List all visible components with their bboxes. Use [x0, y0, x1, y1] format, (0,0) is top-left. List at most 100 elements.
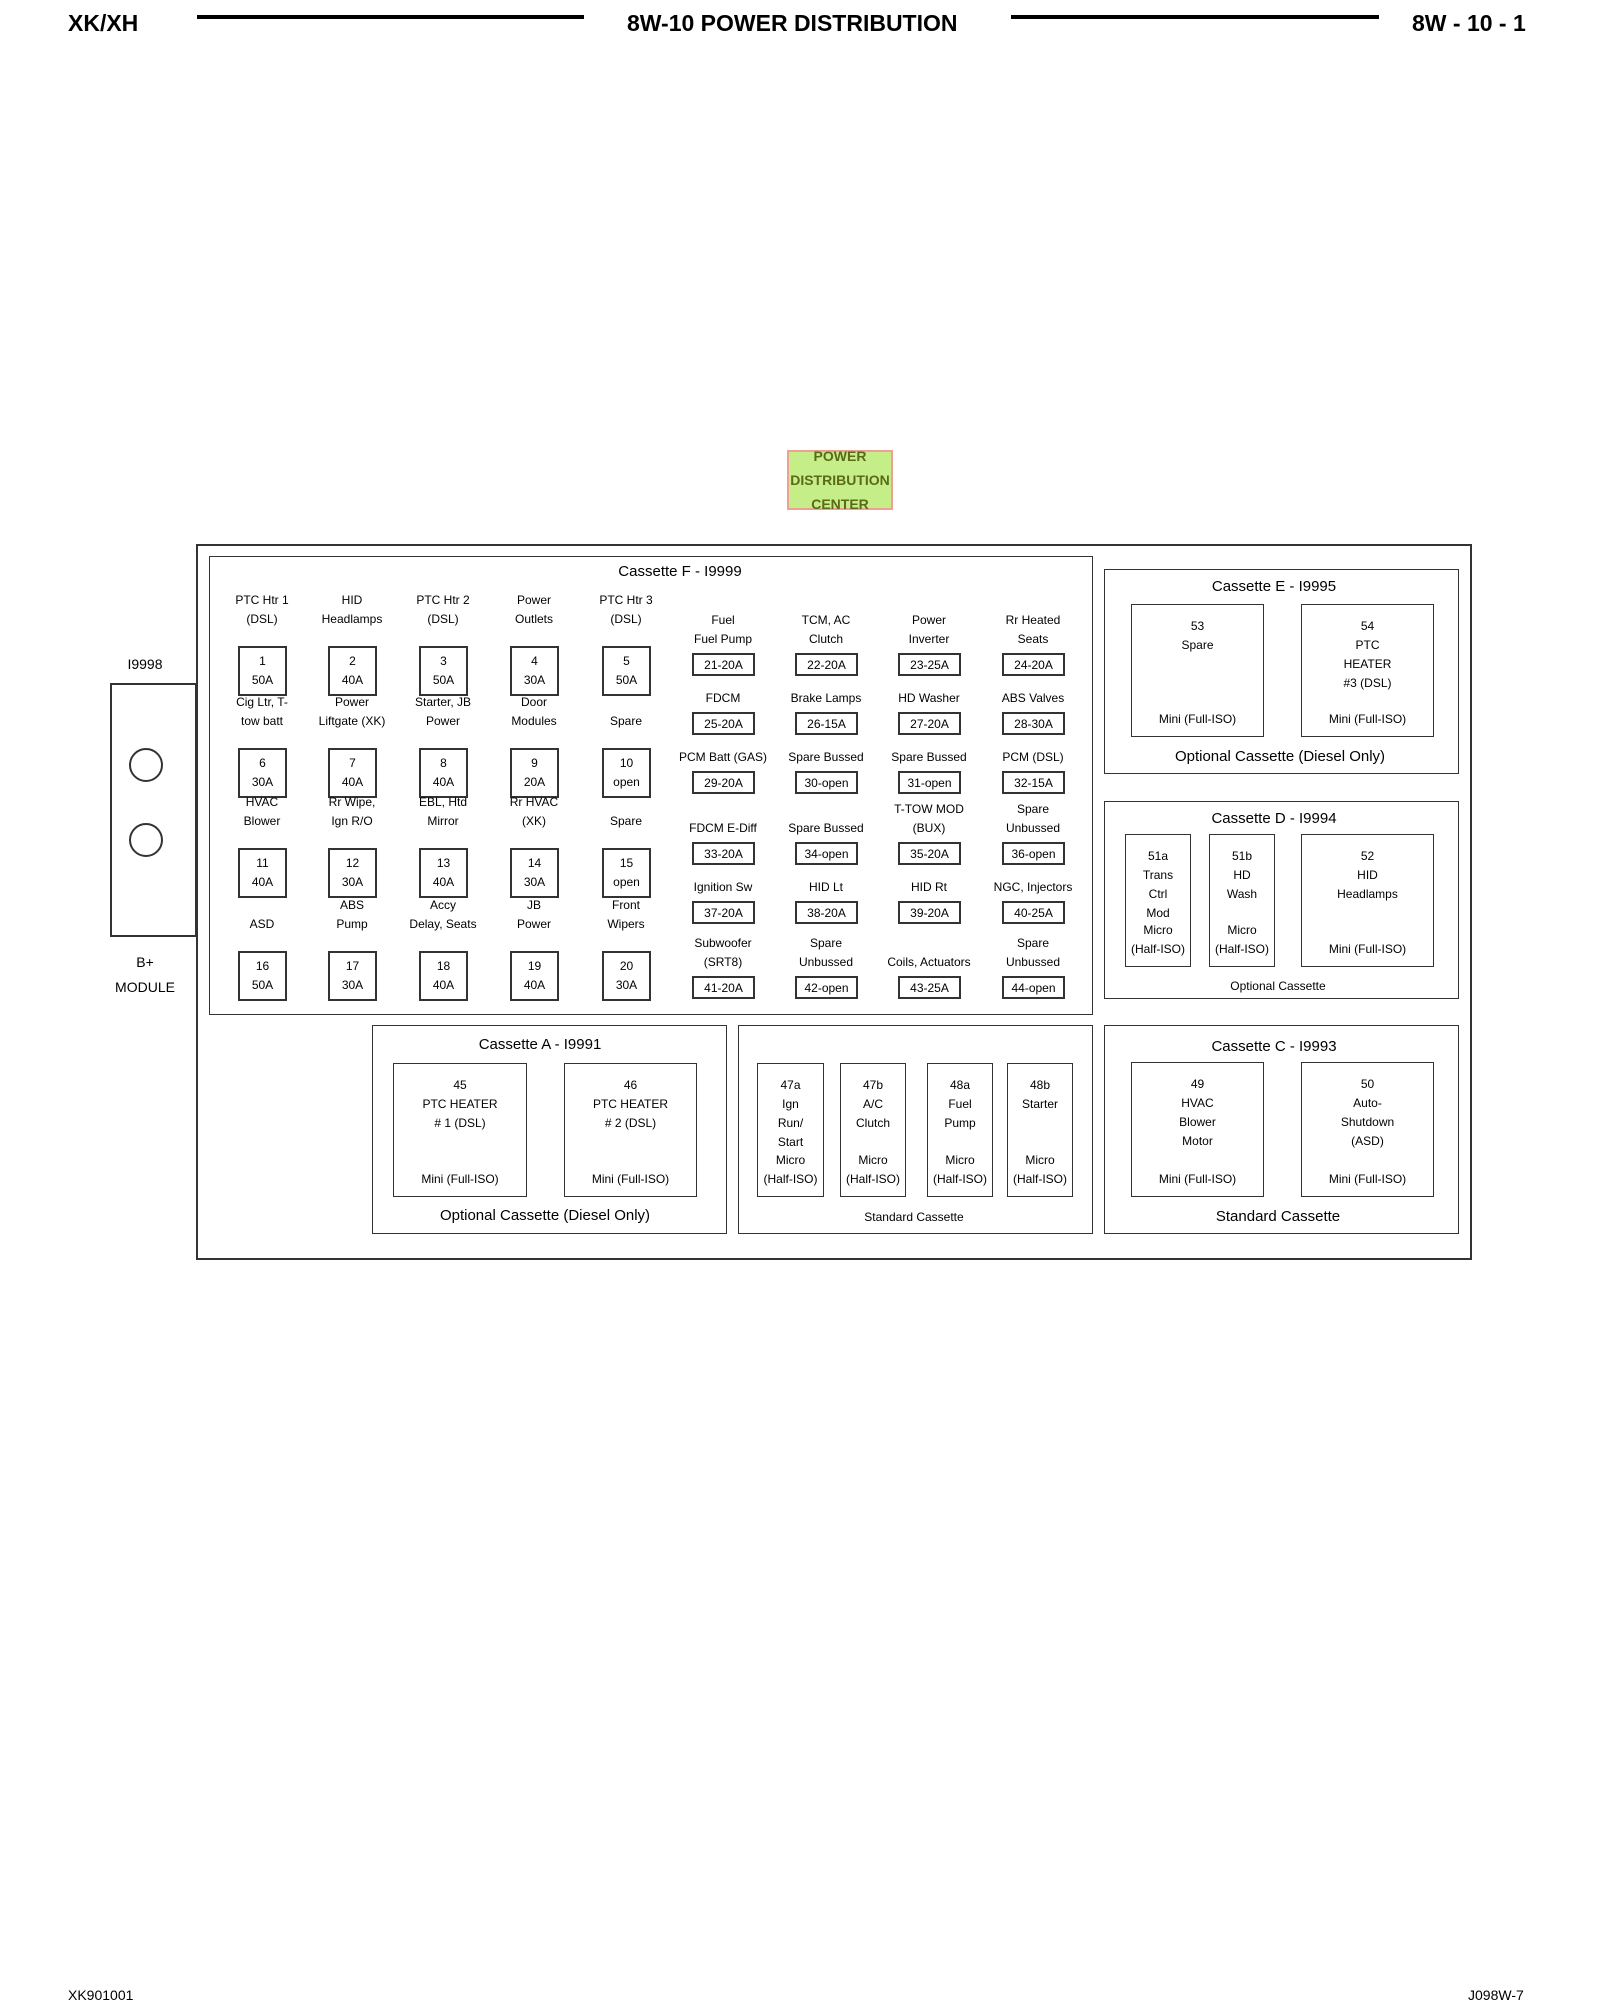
fuse-label-line: Power — [516, 593, 551, 607]
mini-fuse-label: Subwoofer(SRT8) — [671, 934, 775, 972]
relay-label-line: HD — [1233, 868, 1251, 882]
fuse-amperage: 30A — [523, 673, 546, 687]
fuse-amperage: 40A — [341, 775, 364, 789]
mini-fuse: 40-25A — [1002, 901, 1065, 924]
mini-fuse-label-line: Seats — [1017, 632, 1049, 646]
relay-label-line: 47a — [780, 1078, 801, 1092]
relay-type-line: (Half-ISO) — [1215, 942, 1269, 956]
relay-label-line: # 2 (DSL) — [604, 1116, 657, 1130]
relay-label-line: Clutch — [855, 1116, 890, 1130]
bplus-terminal — [129, 748, 163, 782]
relay-type-line: Micro — [945, 1153, 975, 1167]
fuse-label-line: ABS — [339, 898, 364, 912]
mini-fuse-label: ABS Valves — [981, 689, 1085, 708]
relay-type-line: Mini (Full-ISO) — [591, 1172, 670, 1186]
relay-label-line: Wash — [1226, 887, 1258, 901]
fuse-label-line: tow batt — [240, 714, 284, 728]
fuse-label-line: Power — [425, 714, 460, 728]
fuse-number: 14 — [527, 856, 542, 870]
fuse-label-line: Modules — [511, 714, 557, 728]
mini-fuse: 32-15A — [1002, 771, 1065, 794]
mini-fuse: 24-20A — [1002, 653, 1065, 676]
fuse-label-line: Door — [520, 695, 547, 709]
fuse-number: 12 — [345, 856, 360, 870]
fuse-label-line: Power — [516, 917, 551, 931]
fuse-number: 1 — [259, 654, 266, 668]
fuse-amperage: 30A — [251, 775, 274, 789]
fuse-amperage: 40A — [523, 978, 546, 992]
mini-fuse-label-line: HID Rt — [911, 880, 947, 894]
relay-type: Mini (Full-ISO) — [1302, 1170, 1433, 1189]
fuse-label-line: Headlamps — [321, 612, 383, 626]
mini-fuse-label: T-TOW MOD (BUX) — [877, 800, 981, 838]
fuse-label-line: PTC Htr 2 — [416, 593, 470, 607]
fuse-label-line: Blower — [243, 814, 281, 828]
fuse-number: 11 — [256, 856, 269, 870]
bplus-connector-id: I9998 — [127, 656, 163, 672]
mini-fuse: 41-20A — [692, 976, 755, 999]
fuse-label-line: Pump — [336, 917, 368, 931]
relay-type: Mini (Full-ISO) — [1132, 1170, 1263, 1189]
fuse-amperage: 50A — [432, 673, 455, 687]
mini-fuse: 29-20A — [692, 771, 755, 794]
mini-fuse-label-line: FDCM — [705, 691, 741, 705]
fuse-label-line: ASD — [249, 917, 275, 931]
cassette-c-title: Cassette C - I9993 — [1211, 1038, 1337, 1055]
relay-label-line: 46 — [623, 1078, 638, 1092]
page-title: 8W-10 POWER DISTRIBUTION — [627, 10, 958, 36]
relay-type-line: Mini (Full-ISO) — [421, 1172, 499, 1186]
mini-fuse-label-line: Rr Heated — [1005, 613, 1061, 627]
mini-fuse-label: Ignition Sw — [671, 878, 775, 897]
fuse-label-line: Mirror — [427, 814, 459, 828]
mini-fuse: 26-15A — [795, 712, 858, 735]
relay-label-line: Auto- — [1353, 1096, 1382, 1110]
relay-label-line: 48b — [1029, 1078, 1051, 1092]
relay-label-line: Spare — [1181, 638, 1214, 652]
relay-label-line: 47b — [862, 1078, 884, 1092]
mini-fuse-label: FDCM — [671, 689, 775, 708]
fuse-number: 8 — [440, 756, 447, 770]
mini-fuse-label-line: Fuel — [711, 613, 735, 627]
pdc-label-line: DISTRIBUTION — [790, 472, 890, 488]
fuse-label: Spare — [578, 712, 674, 731]
fuse-number: 9 — [531, 756, 538, 770]
relay-type: Mini (Full-ISO) — [1302, 710, 1433, 729]
fuse-number: 15 — [619, 856, 634, 870]
mini-fuse-label: Spare Bussed — [877, 748, 981, 767]
mini-fuse-label-line: T-TOW MOD — [894, 802, 964, 816]
mini-fuse: 43-25A — [898, 976, 961, 999]
mini-fuse: 44-open — [1002, 976, 1065, 999]
relay-type-line: (Half-ISO) — [846, 1172, 900, 1186]
fuse-amperage: 20A — [523, 775, 546, 789]
mini-fuse-label-line: (BUX) — [912, 821, 946, 835]
relay-label-line: (ASD) — [1351, 1134, 1384, 1148]
relay-label-line: # 1 (DSL) — [434, 1116, 486, 1130]
bplus-label-line: B+ — [136, 954, 154, 970]
fuse-amperage: open — [613, 775, 640, 789]
fuse-number: 3 — [440, 654, 447, 668]
relay-type: Mini (Full-ISO) — [1302, 940, 1433, 959]
mini-fuse-label-line: PCM (DSL) — [1002, 750, 1064, 764]
mini-fuse: 37-20A — [692, 901, 755, 924]
relay-label-line: PTC HEATER — [422, 1097, 498, 1111]
relay-label-line: HVAC — [1181, 1096, 1214, 1110]
page-number: 8W - 10 - 1 — [1412, 10, 1526, 36]
